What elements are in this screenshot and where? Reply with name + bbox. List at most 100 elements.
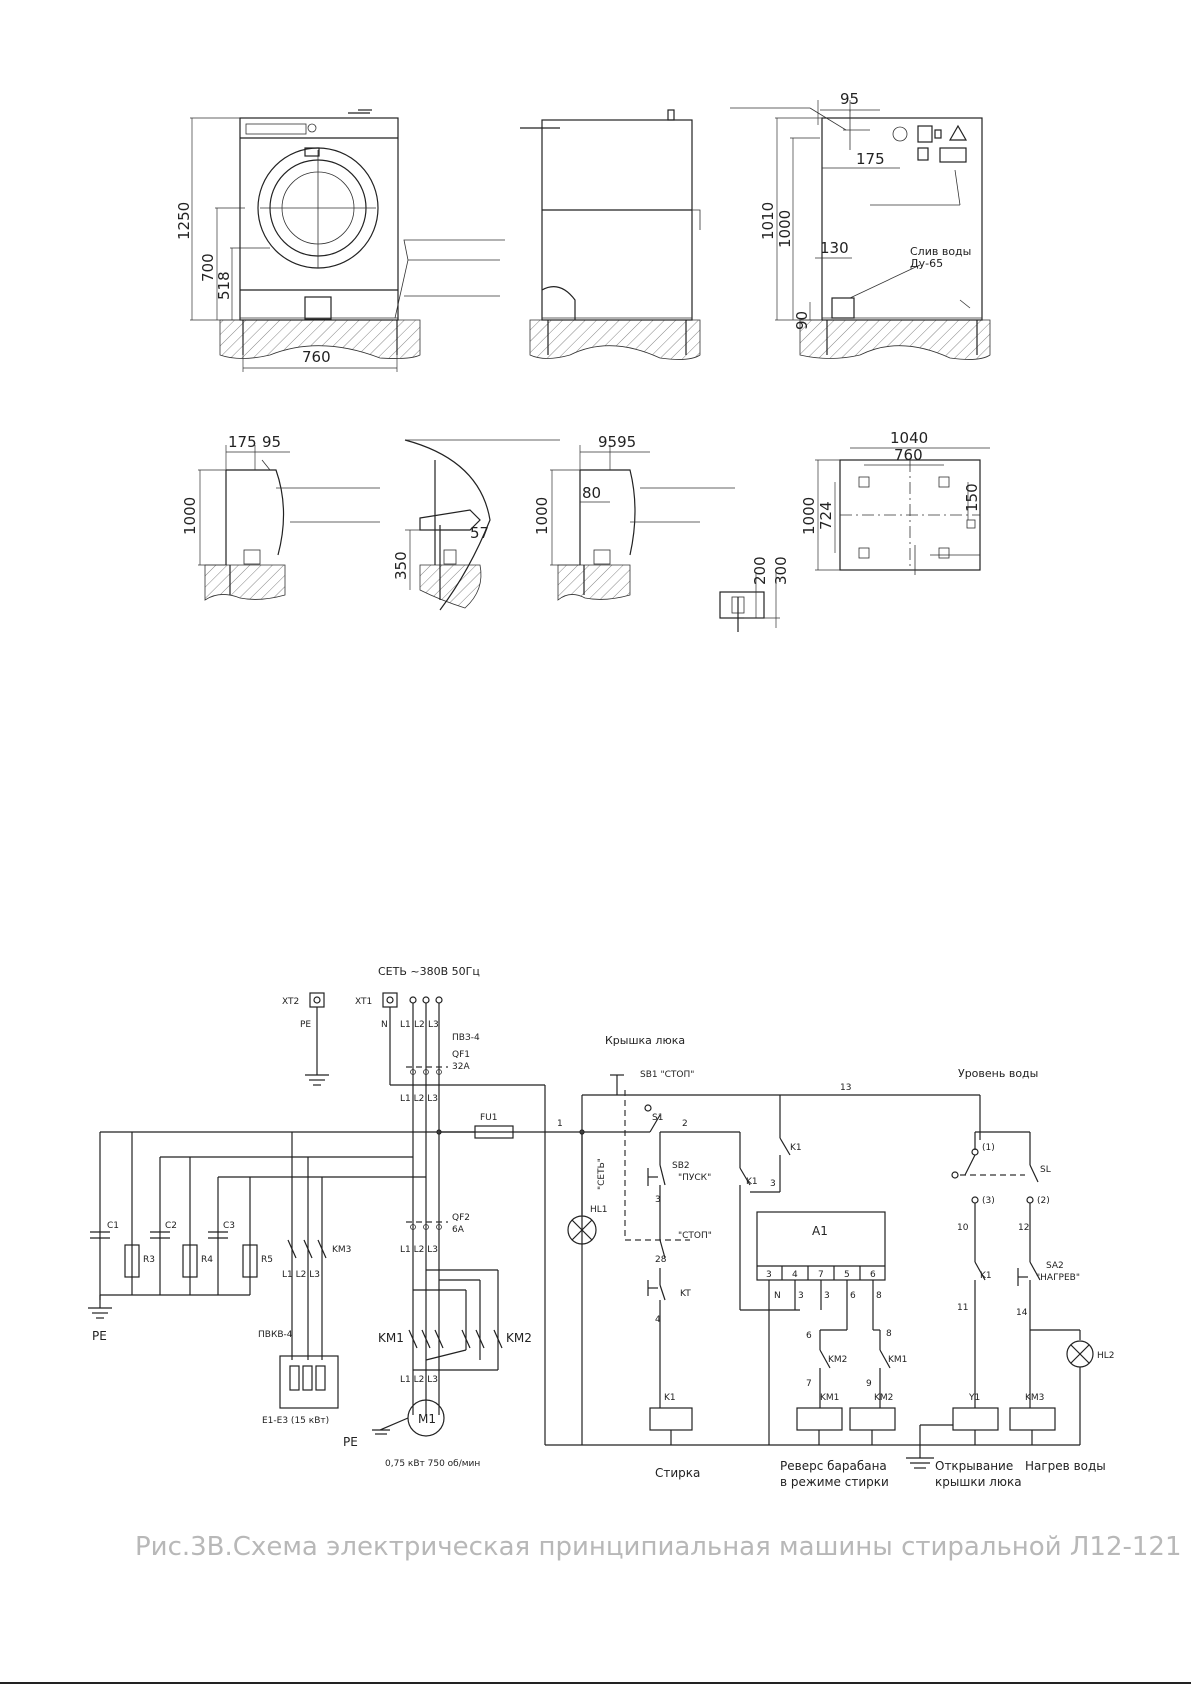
xt1-l2-label: L2 (414, 1020, 425, 1030)
wire-28-label: 28 (655, 1255, 667, 1265)
k1-contact-label-a: K1 (746, 1177, 758, 1187)
rear-dim-175: 175 (856, 150, 885, 168)
hl2-label: HL2 (1097, 1351, 1115, 1361)
wire-14-label: 14 (1016, 1308, 1028, 1318)
motor-spec-label: 0,75 кВт 750 об/мин (385, 1459, 480, 1469)
svg-text:L1 L2 L3: L1 L2 L3 (282, 1270, 320, 1280)
plan-dim-1040: 1040 (890, 429, 928, 447)
c3-label: C3 (223, 1221, 235, 1231)
rear-dim-130: 130 (820, 239, 849, 257)
lid-open-label-1: Открывание (935, 1459, 1013, 1473)
wire-4-label: 4 (655, 1315, 661, 1325)
rear-dim-1000: 1000 (776, 210, 794, 248)
svg-text:L1 L2 L3: L1 L2 L3 (400, 1245, 438, 1255)
lid-open-label-2: крышки люка (935, 1475, 1022, 1489)
a1-pin-3: 7 (818, 1270, 824, 1280)
wash-label: Стирка (655, 1466, 700, 1480)
wire-8-label: 8 (886, 1329, 892, 1339)
k1-contact-label-c: K1 (980, 1271, 992, 1281)
qf2-value: 6А (452, 1225, 465, 1235)
k1-coil-label: K1 (664, 1393, 676, 1403)
detail-right-dim-1000: 1000 (533, 497, 551, 535)
sb2-label: SB2 (672, 1161, 690, 1171)
a1-pin-4: 5 (844, 1270, 850, 1280)
heat-water-label: Нагрев воды (1025, 1459, 1106, 1473)
s1-label: S1 (652, 1113, 663, 1123)
km2-coil-label: KM2 (874, 1393, 893, 1403)
pe-ground-label-left: PE (92, 1329, 107, 1343)
side-view-drawing (520, 109, 701, 360)
km1-coil-label: KM1 (820, 1393, 839, 1403)
foundation-detail-drawing: 200 300 (719, 556, 790, 632)
a1-label: A1 (812, 1224, 828, 1238)
drain-size-label: Ду-65 (910, 257, 943, 270)
rear-dim-1010: 1010 (759, 202, 777, 240)
wire-12-label: 12 (1018, 1223, 1029, 1233)
detail-mid-dim-350: 350 (392, 551, 410, 580)
r4-label: R4 (201, 1255, 213, 1265)
detail-left-dim-175: 175 (228, 433, 257, 451)
c1-label: C1 (107, 1221, 119, 1231)
xt1-label: XT1 (355, 997, 372, 1007)
rear-dim-90: 90 (793, 311, 811, 330)
detail-left-dim-1000: 1000 (181, 497, 199, 535)
heaters-label: Е1-Е3 (15 кВт) (262, 1416, 329, 1426)
wire-13-label: 13 (840, 1083, 851, 1093)
r5-label: R5 (261, 1255, 273, 1265)
c2-label: C2 (165, 1221, 177, 1231)
detail-right-dim-80: 80 (582, 484, 601, 502)
lid-label: Крышка люка (605, 1034, 685, 1047)
km1-contact-label: KM1 (888, 1355, 907, 1365)
xt2-label: XT2 (282, 997, 299, 1007)
reverse-label-2: в режиме стирки (780, 1475, 889, 1489)
wire-3b-label: 3 (770, 1179, 776, 1189)
front-view-drawing: 760 1250 700 518 (175, 109, 505, 372)
svg-text:L1 L2 L3: L1 L2 L3 (400, 1375, 438, 1385)
detail-right-drawing: 9595 80 1000 (533, 433, 735, 601)
wire-11-label: 11 (957, 1303, 968, 1313)
wire-1-label: 1 (557, 1119, 563, 1129)
svg-text:L1 L2 L3: L1 L2 L3 (400, 1094, 438, 1104)
front-dim-760: 760 (302, 348, 331, 366)
wire-2-label: 2 (682, 1119, 688, 1129)
rear-view-drawing: 95 175 1010 1000 130 90 Слив воды Ду-65 (730, 90, 991, 360)
sb1-label: SB1 "СТОП" (640, 1070, 694, 1080)
km2-label: KM2 (506, 1331, 532, 1345)
a1-pin-1: 3 (766, 1270, 772, 1280)
km3-label: KM3 (332, 1245, 351, 1255)
plan-dim-760: 760 (894, 446, 923, 464)
hl1-label: HL1 (590, 1205, 608, 1215)
pusk-label: "ПУСК" (678, 1173, 711, 1183)
water-level-label: Уровень воды (958, 1067, 1038, 1080)
kt-label: KT (680, 1289, 691, 1299)
km3-coil-label: KM3 (1025, 1393, 1044, 1403)
level-p1-label: (1) (982, 1143, 995, 1153)
r3-label: R3 (143, 1255, 155, 1265)
a1-pin-2: 4 (792, 1270, 798, 1280)
heat-switch-label: "НАГРЕВ" (1036, 1273, 1080, 1283)
foundation-dim-200: 200 (751, 556, 769, 585)
wire-7-label: 7 (806, 1379, 812, 1389)
wire-6-label: 6 (806, 1331, 812, 1341)
figure-caption: Рис.3В.Схема электрическая принципиальна… (135, 1532, 1182, 1562)
detail-left-drawing: 175 95 1000 (181, 433, 380, 601)
m1-label: M1 (418, 1412, 436, 1426)
network-lamp-label: "СЕТЬ" (597, 1158, 607, 1190)
xt2-pe-label: PE (300, 1020, 311, 1030)
rear-dim-95: 95 (840, 90, 859, 108)
reverse-label-1: Реверс барабана (780, 1459, 887, 1473)
k1-contact-label-b: K1 (790, 1143, 802, 1153)
wire-3-label: 3 (655, 1195, 661, 1205)
detail-right-dim-9595: 9595 (598, 433, 636, 451)
xt1-n-label: N (381, 1020, 388, 1030)
stop-label: "СТОП" (678, 1231, 712, 1241)
qf2-label: QF2 (452, 1213, 470, 1223)
fu1-label: FU1 (480, 1113, 498, 1123)
pe-ground-label-motor: PE (343, 1435, 358, 1449)
drain-label: Слив воды (910, 245, 971, 258)
detail-mid-dim-57: 57 (470, 524, 489, 542)
pvkv-label: ПВКВ-4 (258, 1330, 293, 1340)
network-label: СЕТЬ ~380В 50Гц (378, 965, 480, 978)
front-dim-1250: 1250 (175, 202, 193, 240)
